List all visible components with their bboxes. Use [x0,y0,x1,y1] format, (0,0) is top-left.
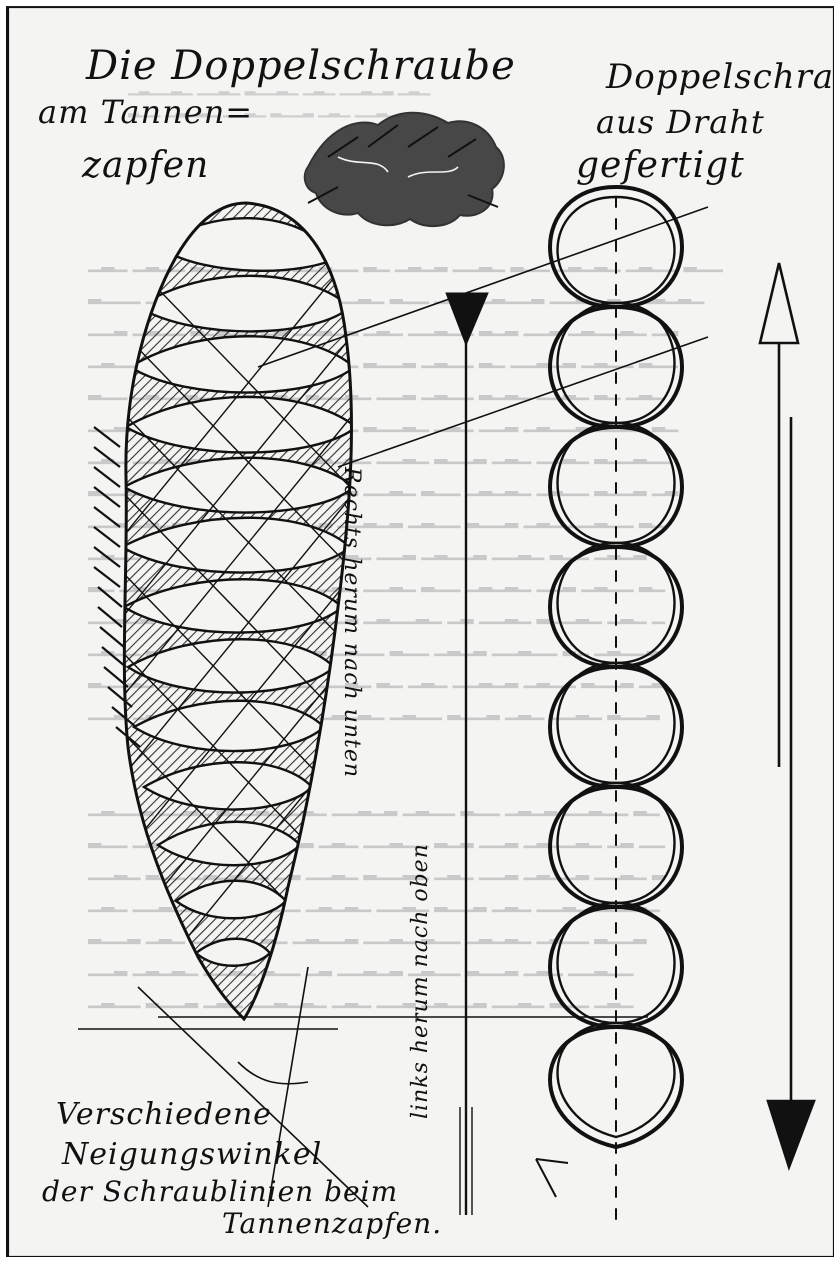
title-left-line2: am Tannen= [38,93,253,131]
caption-line2: Neigungswinkel [62,1137,322,1172]
title-right-line2: aus Draht [596,103,765,141]
title-left-line3: zapfen [82,145,209,186]
sketch-page: ▁▂▁ ▁▂▁▁ ▂▁▁▂ ▁▂▁ ▁▁▂▁▁ ▂▁ ▁▂▁▂ ▁▁▂▁ ▂▁▁… [6,6,834,1257]
central-arrow [446,293,488,1215]
title-right-line3: gefertigt [576,145,745,186]
branch-tuft-drawing [305,113,504,226]
label-rechts-herum: Rechts herum nach unten [339,467,364,778]
double-helix-drawing [550,187,682,1227]
title-left-line1: Die Doppelschraube [86,43,516,89]
caption-line1: Verschiedene [56,1097,272,1132]
label-links-herum: links herum nach oben [408,843,433,1119]
title-right-line1: Doppelschraube [606,57,834,97]
caption-line3: der Schraublinien beim [42,1175,398,1208]
caption-line4: Tannenzapfen. [222,1207,442,1240]
